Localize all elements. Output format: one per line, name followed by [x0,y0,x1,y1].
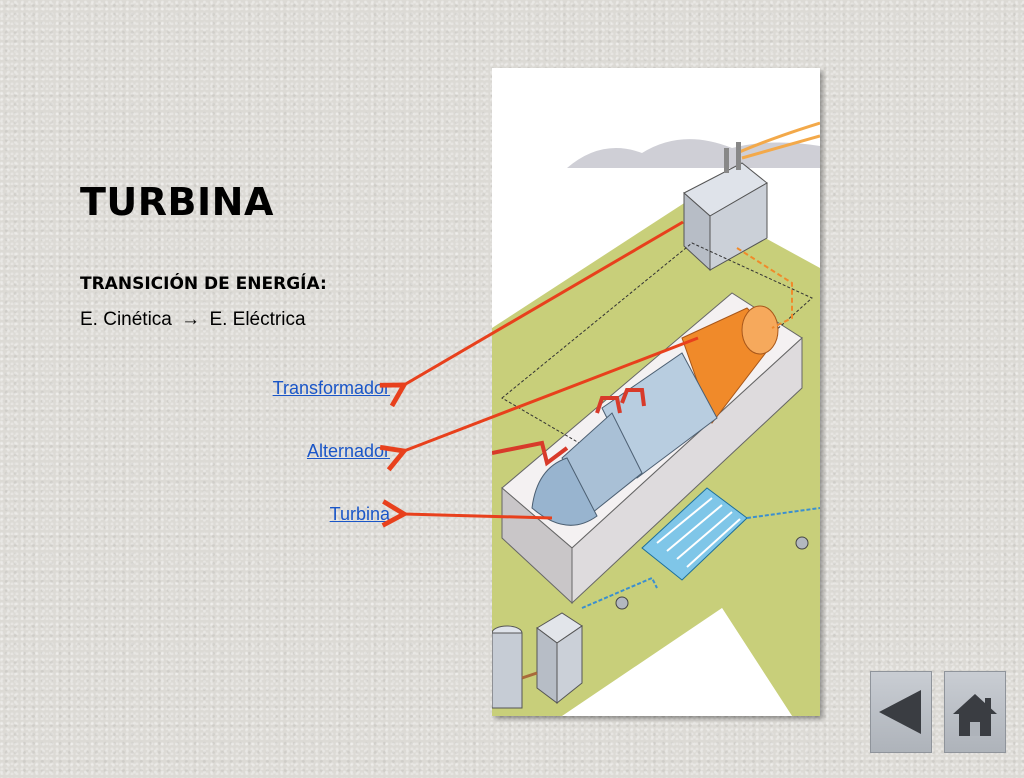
valve-2 [795,536,809,550]
power-plant-illustration [492,121,820,716]
smoke-2 [741,134,820,160]
valve-1 [615,596,629,610]
tank-body [492,632,523,709]
water-pipe-2 [746,507,820,519]
power-plant-diagram [492,68,820,716]
turbine-body-front [531,457,598,526]
condenser-coils [656,497,741,568]
right-arrow-icon: → [181,309,201,330]
pump-right [556,625,583,705]
link-alternador[interactable]: Alternador [306,441,390,461]
slide-subtitle: TRANSICIÓN DE ENERGÍA: [80,274,327,294]
home-button[interactable] [944,671,1006,753]
link-transformador[interactable]: Transformador [272,378,390,398]
ground-gap [652,608,792,716]
house-icon [953,694,997,736]
energy-to: E. Eléctrica [209,309,306,330]
chimney-2 [736,142,741,170]
energy-from: E. Cinética [80,309,172,330]
alternator-end [741,305,779,355]
smoke-1 [736,121,820,155]
pump-pipe [521,671,538,680]
clouds [567,139,820,168]
transformer-right [709,182,768,271]
chimney-1 [724,148,729,173]
platform-front [571,336,803,605]
energy-transition: E. Cinética → E. Eléctrica [80,309,306,331]
frame-lines [501,242,813,469]
link-turbina[interactable]: Turbina [329,504,390,524]
back-button[interactable] [870,671,932,753]
triangle-left-icon [879,690,921,734]
slide-title: TURBINA [80,180,274,224]
orange-wire [736,247,793,329]
water-pipe-1 [581,576,658,609]
